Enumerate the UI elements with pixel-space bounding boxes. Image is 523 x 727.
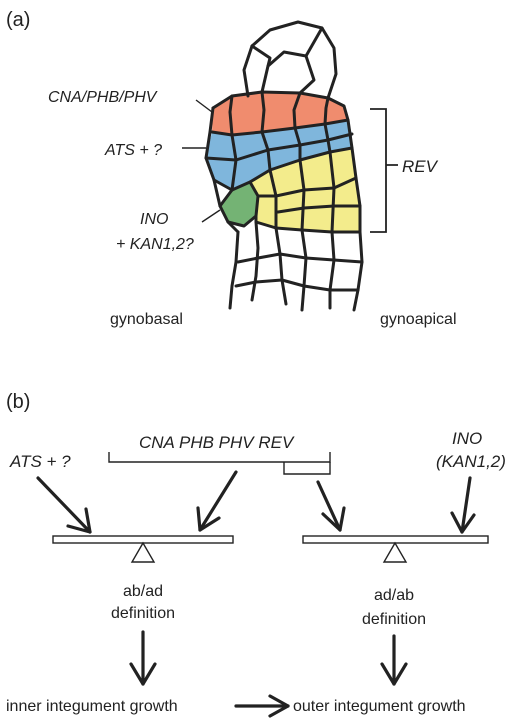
- cna-pointer: [195, 99, 213, 113]
- ino-label-a: INO: [140, 211, 168, 228]
- left-balance: [52, 535, 234, 563]
- panel-b-tag: (b): [6, 391, 30, 413]
- panel-a-tag: (a): [6, 9, 30, 31]
- left-definition-line2: definition: [111, 605, 175, 622]
- right-definition-line2: definition: [362, 611, 426, 628]
- left-down-arrow: [129, 630, 157, 686]
- ats-zone: [206, 120, 352, 190]
- growth-arrow: [234, 694, 290, 718]
- ats-label-b: ATS + ?: [9, 452, 71, 471]
- genes-left-arrow: [196, 470, 238, 532]
- ats-arrow: [36, 476, 92, 534]
- rev-label-a: REV: [402, 157, 439, 176]
- rev-sub-bracket: [283, 462, 331, 475]
- ino-arrow: [450, 476, 476, 534]
- ats-label-a: ATS + ?: [104, 142, 162, 159]
- genes-label-b: CNA PHB PHV REV: [139, 433, 295, 452]
- rev-bracket: [370, 108, 398, 233]
- right-definition-line1: ad/ab: [374, 587, 414, 604]
- kan-label-a: + KAN1,2?: [116, 236, 194, 253]
- gynobasal-label: gynobasal: [110, 311, 183, 328]
- ino-label-b: INO: [452, 429, 482, 448]
- left-definition-line1: ab/ad: [123, 583, 163, 600]
- gynoapical-label: gynoapical: [380, 311, 457, 328]
- ovule-illustration: [204, 20, 364, 312]
- ino-pointer: [201, 209, 221, 223]
- right-down-arrow: [380, 634, 408, 686]
- inner-integument-label: inner integument growth: [6, 698, 178, 715]
- genes-bracket: [108, 452, 331, 463]
- right-balance: [302, 535, 489, 563]
- rev-right-arrow: [316, 480, 346, 532]
- cna-phb-phv-label: CNA/PHB/PHV: [48, 89, 158, 106]
- ino-zone: [220, 182, 258, 226]
- outer-integument-label: outer integument growth: [293, 698, 466, 715]
- kan-label-b: (KAN1,2): [436, 452, 506, 471]
